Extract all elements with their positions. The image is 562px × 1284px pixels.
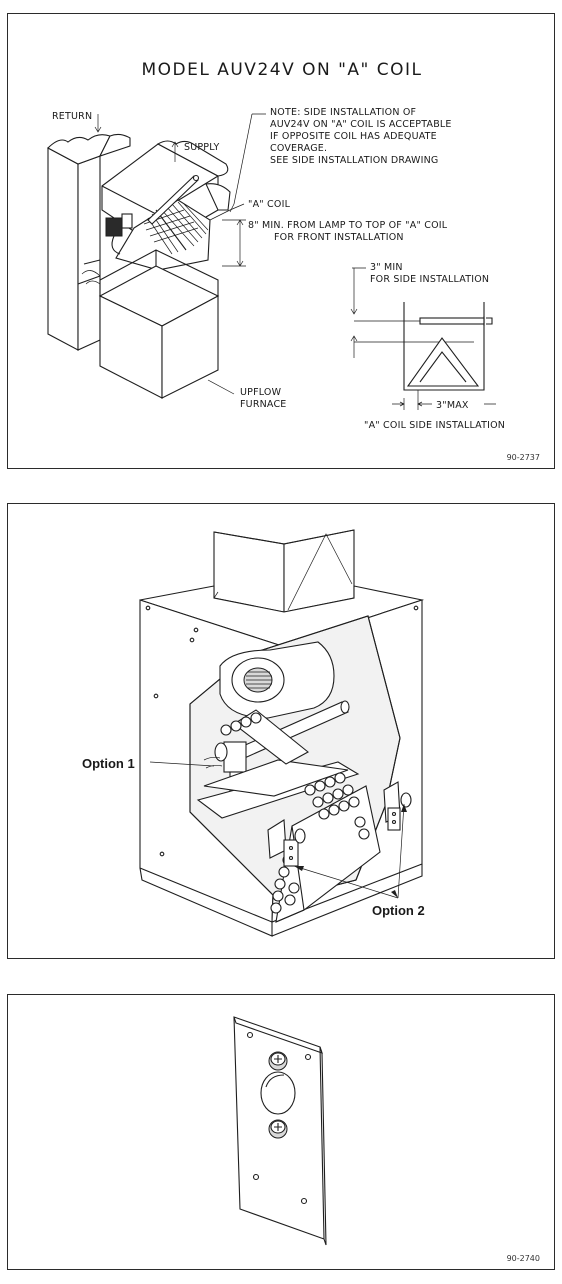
mount-bracket-option-2-side bbox=[383, 781, 412, 831]
top-screw bbox=[268, 1051, 288, 1071]
blower bbox=[219, 641, 335, 719]
side-lamp-tube bbox=[419, 317, 485, 325]
control-box bbox=[105, 213, 133, 255]
lamp-hole bbox=[260, 1071, 296, 1115]
drawing-title: MODEL AUV24V ON "A" COIL bbox=[141, 60, 422, 80]
a-coil bbox=[115, 199, 211, 271]
min-lamp-line-2: FOR FRONT INSTALLATION bbox=[274, 232, 404, 243]
note-line-3: IF OPPOSITE COIL HAS ADEQUATE bbox=[270, 131, 437, 142]
mount-bracket-option-2-front bbox=[267, 819, 306, 867]
option-1-label: Option 1 bbox=[82, 756, 135, 771]
side-min-line-1: 3" MIN bbox=[370, 262, 403, 273]
max-label: 3"MAX bbox=[436, 400, 469, 411]
side-installation-note: NOTE: SIDE INSTALLATION OF AUV24V ON "A"… bbox=[270, 107, 452, 166]
coil-tubes bbox=[220, 712, 370, 914]
upflow-furnace bbox=[81, 249, 220, 399]
note-line-5: SEE SIDE INSTALLATION DRAWING bbox=[270, 155, 438, 166]
a-coil-label: "A" COIL bbox=[248, 199, 291, 210]
note-line-4: COVERAGE. bbox=[270, 143, 327, 154]
side-install-caption: "A" COIL SIDE INSTALLATION bbox=[364, 420, 505, 431]
figure-number-3: 90-2740 bbox=[507, 1254, 540, 1263]
return-label: RETURN bbox=[52, 111, 92, 122]
bottom-screw bbox=[268, 1119, 288, 1139]
a-coil-slabs bbox=[196, 709, 381, 923]
uv-lamp bbox=[147, 174, 200, 225]
option-2-label: Option 2 bbox=[372, 903, 425, 918]
note-line-1: NOTE: SIDE INSTALLATION OF bbox=[270, 107, 416, 118]
side-a-coil bbox=[406, 337, 480, 387]
diagram-panel-mounting-plate: 90-2740 bbox=[7, 994, 555, 1270]
side-min-line-2: FOR SIDE INSTALLATION bbox=[370, 274, 489, 285]
diagram-panel-mounting-options: Option 1 Option 2 bbox=[7, 503, 555, 959]
air-handler-drawing: Option 1 Option 2 bbox=[82, 529, 425, 937]
furnace-line-2: FURNACE bbox=[240, 399, 287, 410]
side-installation-inset bbox=[350, 267, 496, 410]
diagram-panel-front-installation: MODEL AUV24V ON "A" COIL RETURN SUPPLY bbox=[7, 13, 555, 469]
figure-number-1: 90-2737 bbox=[507, 453, 540, 462]
return-duct bbox=[47, 133, 131, 351]
note-line-2: AUV24V ON "A" COIL IS ACCEPTABLE bbox=[270, 119, 452, 130]
furnace-line-1: UPFLOW bbox=[240, 387, 282, 398]
min-lamp-line-1: 8" MIN. FROM LAMP TO TOP OF "A" COIL bbox=[248, 220, 448, 231]
supply-label: SUPPLY bbox=[184, 142, 219, 153]
supply-duct bbox=[213, 529, 355, 619]
mounting-plate-drawing: 90-2740 bbox=[233, 1016, 540, 1263]
front-installation-drawing: MODEL AUV24V ON "A" COIL RETURN SUPPLY bbox=[47, 60, 540, 462]
